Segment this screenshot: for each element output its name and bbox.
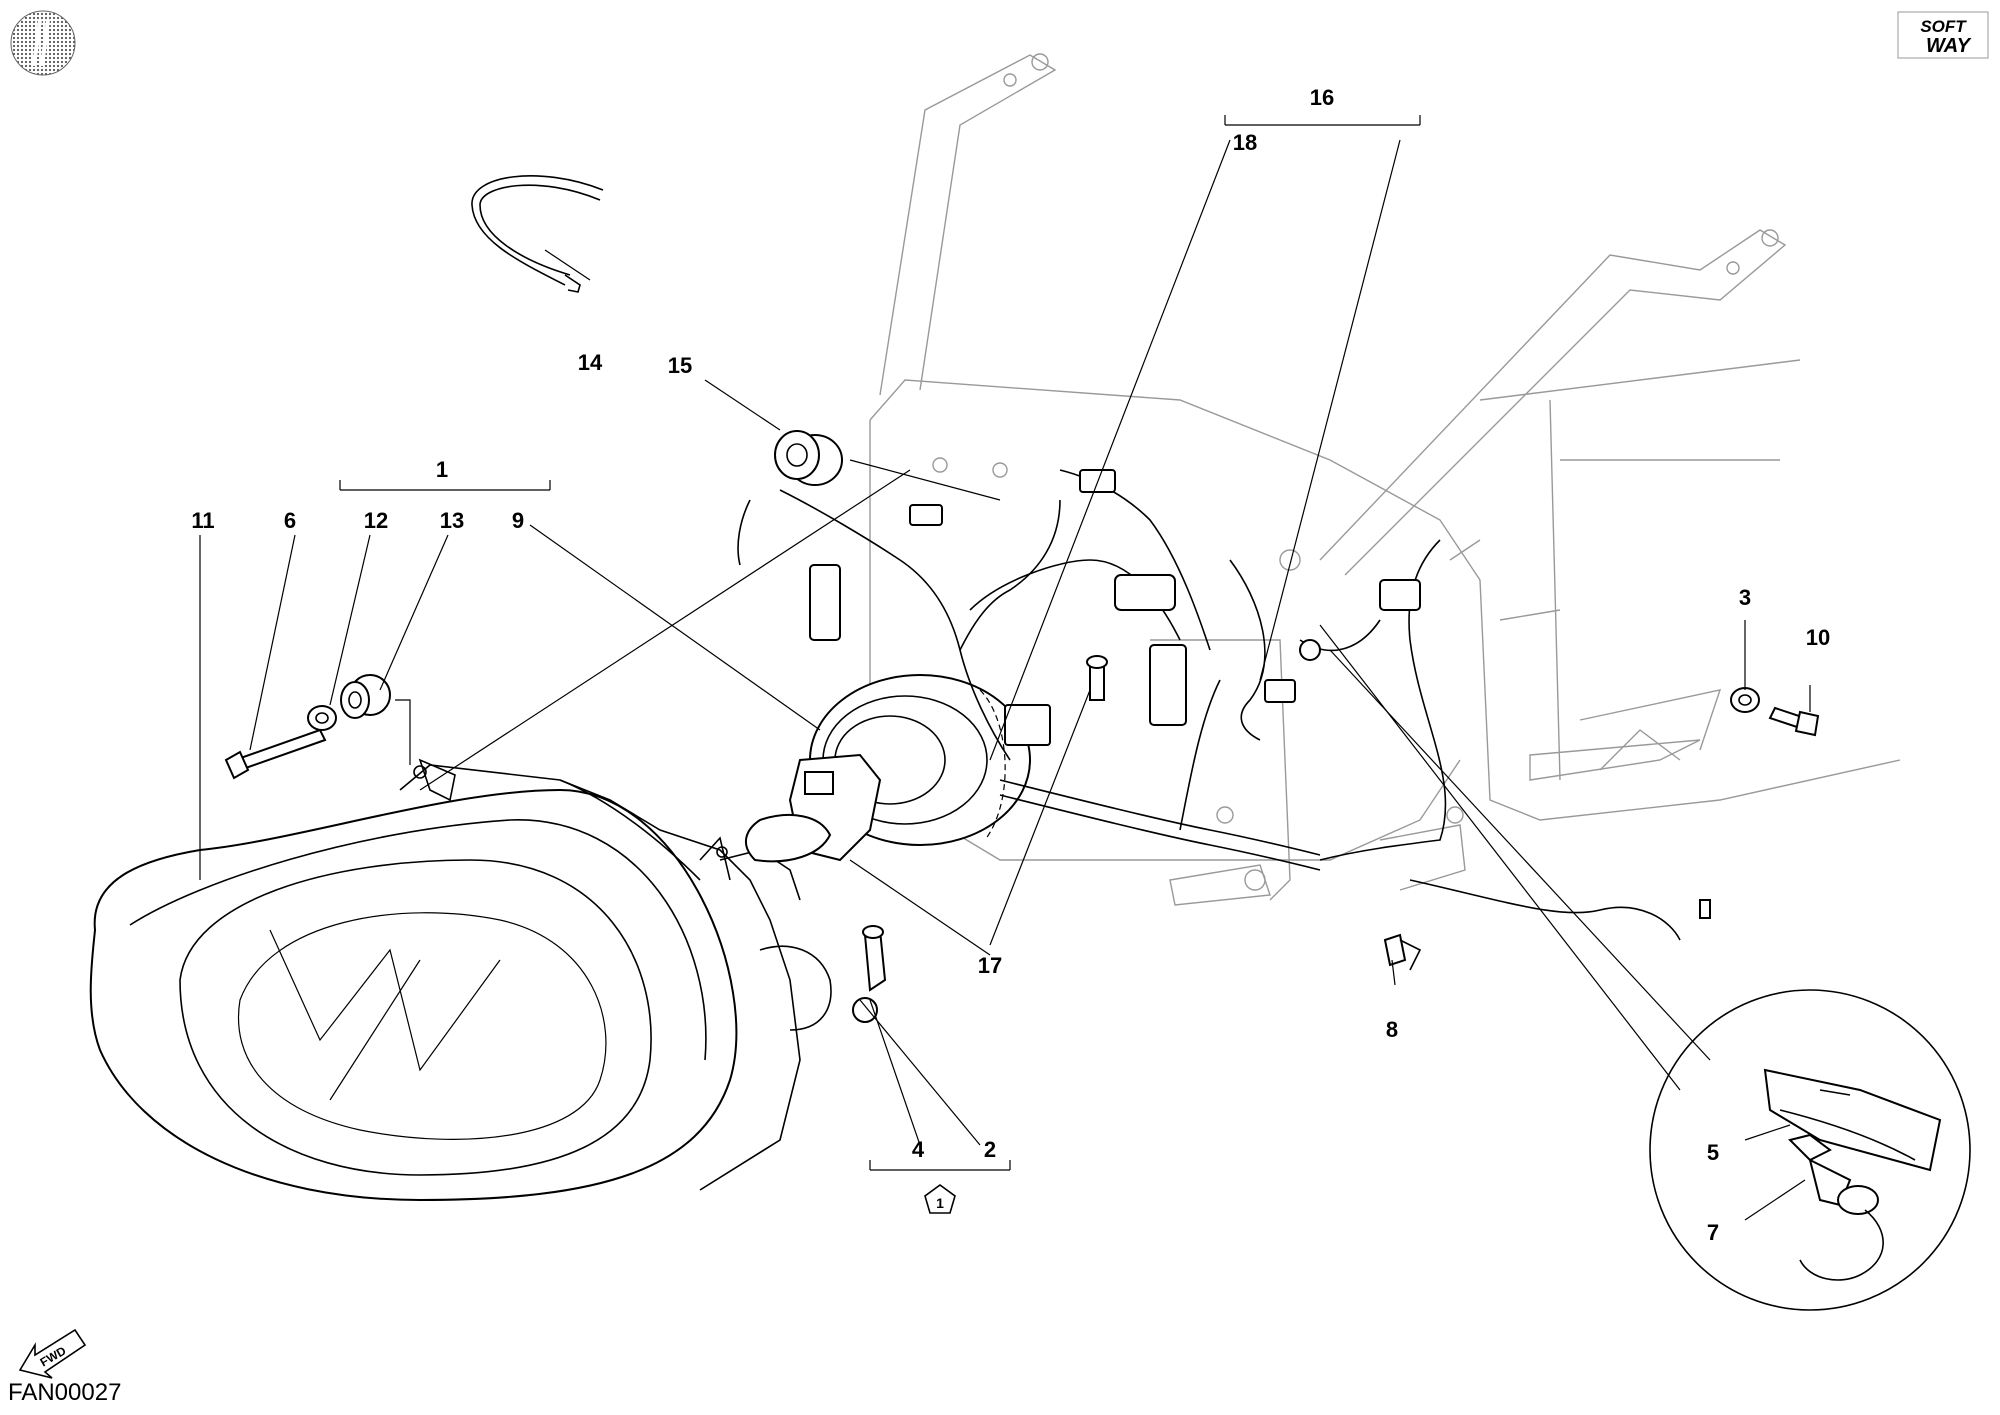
- frame-and-brackets: [869, 53, 1901, 906]
- callout-9: 9: [512, 508, 524, 533]
- callout-3: 3: [1739, 585, 1751, 610]
- callout-16: 16: [1310, 85, 1334, 110]
- detail-circle: [1649, 989, 1971, 1311]
- clip-8: [1383, 933, 1422, 971]
- callout-13: 13: [440, 508, 464, 533]
- callout-6: 6: [284, 508, 296, 533]
- callout-15: 15: [668, 353, 692, 378]
- callout-14: 14: [578, 350, 603, 375]
- callout-leaders: [199, 115, 1811, 1221]
- callout-7: 7: [1707, 1220, 1719, 1245]
- fwd-label: FWD: [38, 1343, 69, 1369]
- headlight-bulb: [745, 753, 882, 863]
- grommet: [774, 430, 843, 486]
- washer-and-screw: [1730, 687, 1820, 737]
- callout-11: 11: [191, 508, 214, 533]
- callout-2: 2: [984, 1137, 996, 1162]
- screw-washer-bushing: [224, 674, 391, 780]
- group-symbol-text: 1: [936, 1195, 944, 1211]
- callout-18: 18: [1233, 130, 1257, 155]
- fwd-arrow-icon: FWD: [18, 1328, 87, 1379]
- group-symbol: 1: [924, 1184, 956, 1214]
- callout-12: 12: [364, 508, 388, 533]
- logo-line-1: SOFT: [1920, 17, 1967, 36]
- callout-5: 5: [1707, 1140, 1719, 1165]
- headlight-housing: [89, 758, 832, 1202]
- bulb-connector: [852, 925, 887, 1023]
- callout-8: 8: [1386, 1017, 1398, 1042]
- callout-1: 1: [436, 457, 448, 482]
- screw-17: [1086, 655, 1108, 701]
- corner-disc-icon: [10, 10, 76, 76]
- softway-logo: SOFT WAY: [1897, 11, 1989, 59]
- logo-line-2: WAY: [1926, 35, 1972, 57]
- connector-blocks: [809, 469, 1711, 919]
- callout-17: 17: [978, 953, 1002, 978]
- callout-4: 4: [912, 1137, 925, 1162]
- callout-numbers: 1 2 3 4 5 6 7 8 9 10 11 12 13 14 15 16 1…: [191, 85, 1830, 1245]
- cable-tie: [471, 175, 604, 293]
- diagram-code: FAN00027: [8, 1379, 121, 1406]
- callout-10: 10: [1806, 625, 1830, 650]
